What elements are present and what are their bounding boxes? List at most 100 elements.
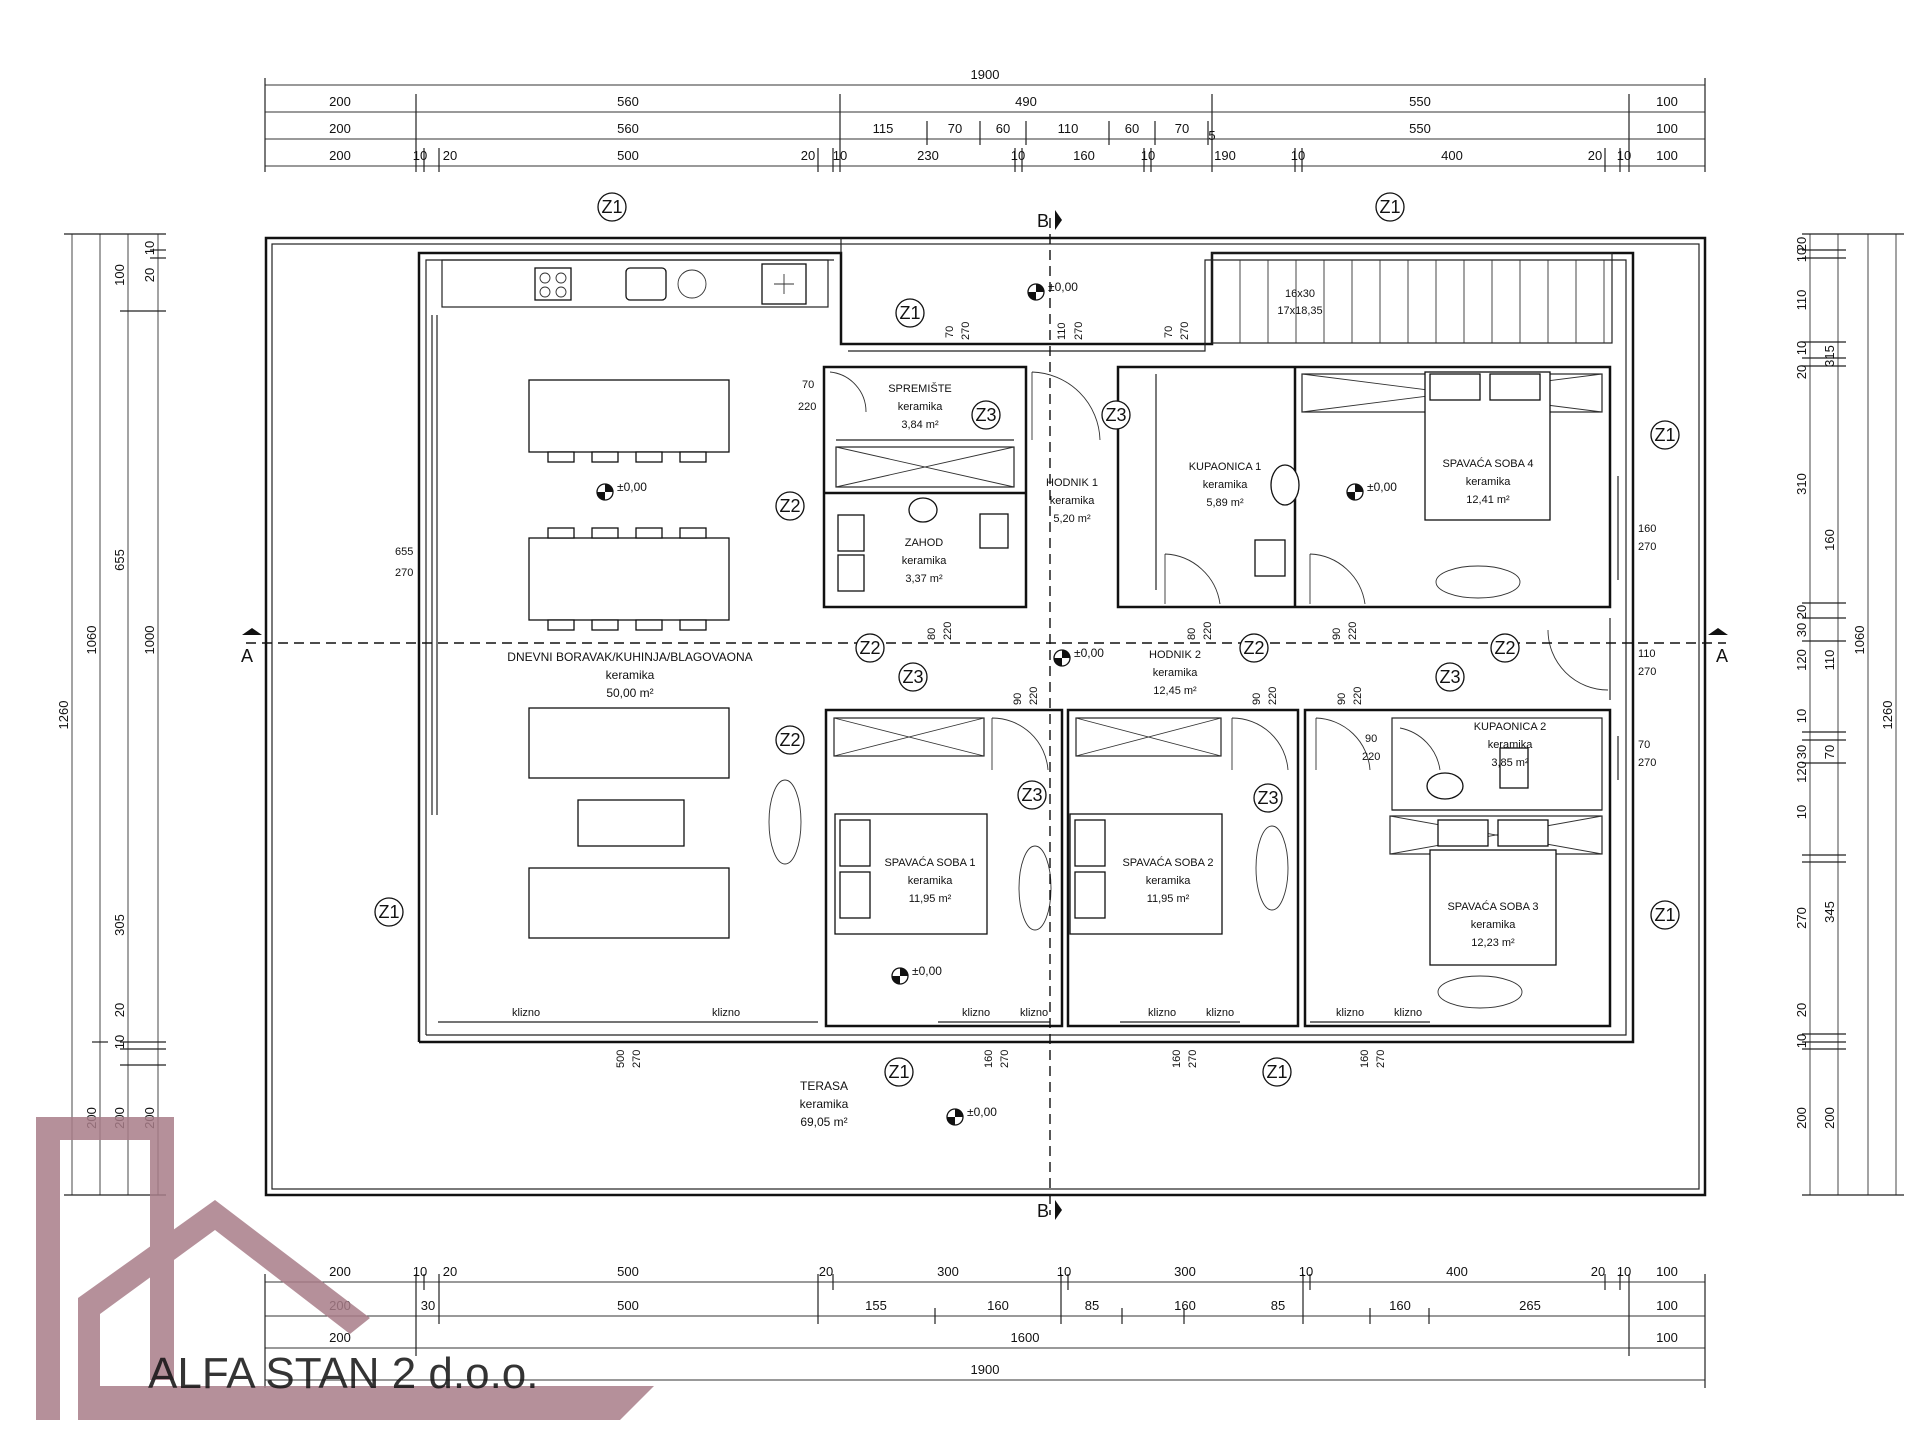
- company-logo: ALFA STAN 2 d.o.o.: [36, 1117, 654, 1420]
- level-marks: ±0,00 ±0,00 ±0,00 ±0,00 ±0,00 ±0,00: [596, 280, 1397, 1126]
- room-area: 50,00 m²: [606, 686, 653, 700]
- room-area: 69,05 m²: [800, 1115, 847, 1129]
- dim-bottom-r3: 1600: [1011, 1330, 1040, 1345]
- dim-right-r2: 70: [1822, 745, 1837, 759]
- dim-left-r3: 655: [112, 549, 127, 571]
- dim-bottom-r1: 20: [1591, 1264, 1605, 1279]
- stairs-label: 16x30: [1285, 288, 1315, 300]
- dim-bottom-r1: 300: [1174, 1264, 1196, 1279]
- zone-tag: Z2: [1490, 633, 1520, 663]
- zone-tag: Z3: [1435, 662, 1465, 692]
- dim-top-r3: 100: [1656, 121, 1678, 136]
- dim-top-r3: 550: [1409, 121, 1431, 136]
- dim-top-r2: 550: [1409, 94, 1431, 109]
- opening-size: 270: [395, 567, 413, 579]
- dim-top-r3: 110: [1058, 121, 1079, 136]
- dim-right-r2: 345: [1822, 901, 1837, 923]
- dim-top-r4: 200: [329, 148, 351, 163]
- bed-3: [1429, 849, 1557, 966]
- room-floor: keramika: [1050, 495, 1096, 507]
- dim-bottom-r2: 85: [1085, 1298, 1099, 1313]
- opening-size: 220: [1347, 622, 1359, 640]
- dim-left-r3: 20: [112, 1003, 127, 1017]
- dim-top-r2: 200: [329, 94, 351, 109]
- dim-top-r4: 10: [413, 148, 427, 163]
- bench: [528, 707, 730, 779]
- zone-tag: Z1: [895, 298, 925, 328]
- zone-tag: Z1: [884, 1057, 914, 1087]
- dim-right-r1: 310: [1794, 473, 1809, 495]
- zone-tag: Z1: [597, 192, 627, 222]
- section-b-top: B: [1037, 211, 1049, 231]
- zone-tag: Z2: [855, 633, 885, 663]
- dim-top-r4: 10: [1141, 148, 1155, 163]
- dim-left-r4: 20: [142, 268, 157, 282]
- opening-size: 270: [999, 1050, 1011, 1068]
- svg-text:±0,00: ±0,00: [967, 1105, 997, 1119]
- window-note: klizno: [512, 1007, 540, 1019]
- svg-text:Z2: Z2: [1494, 638, 1515, 658]
- opening-size: 270: [1375, 1050, 1387, 1068]
- opening-size: 270: [1179, 322, 1191, 340]
- dim-top-r3: 115: [873, 121, 894, 136]
- dim-top-r2: 490: [1015, 94, 1037, 109]
- dim-right-r2: 200: [1822, 1107, 1837, 1129]
- svg-text:±0,00: ±0,00: [1367, 480, 1397, 494]
- opening-size: 160: [1359, 1050, 1371, 1068]
- svg-text:Z1: Z1: [1379, 197, 1400, 217]
- room-area: 5,20 m²: [1053, 513, 1091, 525]
- dim-bottom-r1: 10: [1057, 1264, 1071, 1279]
- svg-text:Z3: Z3: [1257, 788, 1278, 808]
- room-floor: keramika: [908, 875, 954, 887]
- zone-tag: Z2: [775, 491, 805, 521]
- stairs-label: 17x18,35: [1277, 305, 1322, 317]
- level-mark: ±0,00: [1053, 646, 1104, 667]
- opening-size: 80: [1186, 628, 1198, 640]
- dim-left-r2: 1060: [84, 626, 99, 655]
- dim-bottom-r2: 500: [617, 1298, 639, 1313]
- room-name: HODNIK 2: [1149, 649, 1201, 661]
- dim-right-r1: 10: [1794, 341, 1809, 355]
- opening-size: 270: [960, 322, 972, 340]
- opening-size: 500: [615, 1050, 627, 1068]
- section-a-right: A: [1716, 646, 1728, 666]
- room-floor: keramika: [1471, 919, 1517, 931]
- dim-top-r4: 20: [801, 148, 815, 163]
- window-note: klizno: [962, 1007, 990, 1019]
- opening-size: 160: [1171, 1050, 1183, 1068]
- dim-bottom-r1: 20: [819, 1264, 833, 1279]
- room-name: SPAVAĆA SOBA 2: [1122, 856, 1213, 869]
- level-mark: ±0,00: [1027, 280, 1078, 301]
- opening-size: 655: [395, 546, 413, 558]
- dim-top-r2: 560: [617, 94, 639, 109]
- room-floor: keramika: [902, 555, 948, 567]
- opening-size: 110: [1056, 322, 1068, 340]
- dim-bottom-r3: 200: [329, 1330, 351, 1345]
- opening-size: 90: [1012, 693, 1024, 705]
- svg-text:Z1: Z1: [888, 1062, 909, 1082]
- level-mark: ±0,00: [946, 1105, 997, 1126]
- opening-size: 90: [1336, 693, 1348, 705]
- dimension-right: 20 10 110 20 10 310 20 30 120 10 30 120 …: [1794, 233, 1904, 1196]
- dim-bottom-r1: 10: [1299, 1264, 1313, 1279]
- room-floor: keramika: [606, 668, 655, 682]
- svg-text:Z1: Z1: [1654, 425, 1675, 445]
- opening-size: 70: [802, 379, 814, 391]
- window-note: klizno: [1394, 1007, 1422, 1019]
- room-name: HODNIK 1: [1046, 477, 1098, 489]
- room-name: KUPAONICA 1: [1189, 461, 1262, 473]
- dim-right-r2: 315: [1822, 345, 1837, 367]
- level-mark: ±0,00: [1346, 480, 1397, 501]
- dim-bottom-r2: 155: [865, 1298, 887, 1313]
- company-name: ALFA STAN 2 d.o.o.: [148, 1349, 539, 1398]
- dim-top-r2: 100: [1656, 94, 1678, 109]
- room-floor: keramika: [1203, 479, 1249, 491]
- dim-top-r3: 70: [1175, 121, 1189, 136]
- dim-bottom-r1: 10: [1617, 1264, 1631, 1279]
- zone-tag: Z1: [1650, 420, 1680, 450]
- dim-top-r3: 60: [1125, 121, 1139, 136]
- svg-text:Z3: Z3: [1021, 785, 1042, 805]
- dim-bottom-r2: 160: [1389, 1298, 1411, 1313]
- dim-bottom-r2: 160: [1174, 1298, 1196, 1313]
